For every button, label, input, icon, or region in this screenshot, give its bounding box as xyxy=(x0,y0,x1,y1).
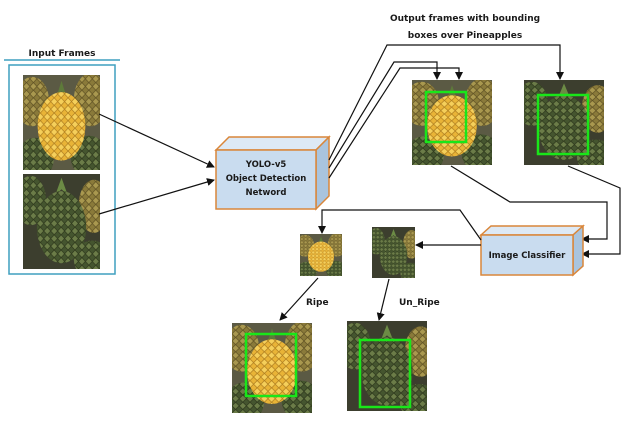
ripe-label: Ripe xyxy=(306,298,329,308)
arrow-yolo-to-output1a xyxy=(328,61,441,169)
input-frame-unripe-image xyxy=(15,174,110,279)
yolo-label-line3: Netword xyxy=(246,188,287,198)
arrow-classifier-to-ripe-crop xyxy=(318,209,482,241)
result-unripe-image xyxy=(339,321,438,420)
output-frame-ripe xyxy=(404,78,500,173)
output-unripe-bbox xyxy=(536,93,590,156)
result-frame-ripe xyxy=(224,321,320,421)
classifier-label: Image Classifier xyxy=(489,251,567,261)
ripe-crop-image xyxy=(296,233,346,280)
output-frame-unripe xyxy=(516,80,615,174)
result-unripe-bbox xyxy=(358,338,412,409)
unripe-crop-image xyxy=(368,227,421,283)
arrow-yolo-to-output2 xyxy=(328,44,564,161)
result-ripe-image xyxy=(224,321,320,421)
arrow-output2-to-classifier xyxy=(567,165,621,258)
image-classifier-block: Image Classifier xyxy=(479,224,585,277)
input-frames-title: Input Frames xyxy=(29,49,96,59)
arrow-input1-to-yolo xyxy=(98,113,215,168)
input-frames-panel: Input Frames xyxy=(4,49,120,279)
yolo-label-line1: YOLO-v5 xyxy=(245,160,287,170)
result-frame-unripe xyxy=(339,321,438,420)
output-ripe-bbox xyxy=(424,90,468,144)
arrow-output1-to-classifier xyxy=(450,165,608,243)
yolo-detection-block: YOLO-v5 Object Detection Netword xyxy=(214,135,331,211)
arrow-input2-to-yolo xyxy=(98,178,215,215)
output-title-line2: boxes over Pineapples xyxy=(408,31,522,41)
arrow-ripe-crop-to-result xyxy=(279,277,319,321)
output-title-line1: Output frames with bounding xyxy=(390,14,540,24)
yolo-label-line2: Object Detection xyxy=(226,174,307,184)
unripe-label: Un_Ripe xyxy=(399,298,440,308)
input-frame-ripe-image xyxy=(15,73,107,179)
arrow-unripe-crop-to-result xyxy=(376,278,390,321)
result-ripe-bbox xyxy=(244,332,298,398)
arrow-yolo-to-output1b xyxy=(328,67,463,179)
